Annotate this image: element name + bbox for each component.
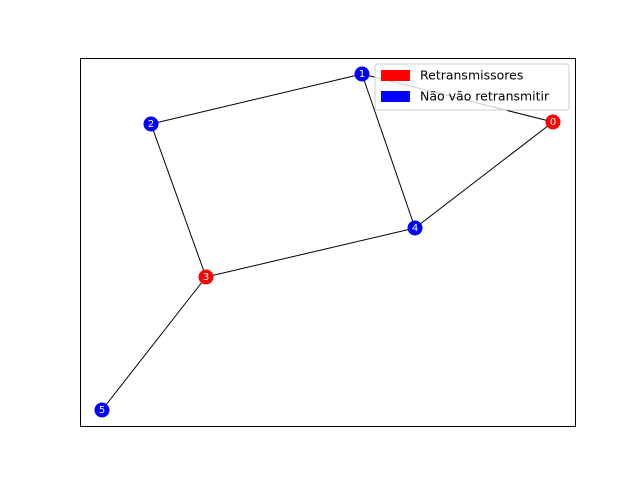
plot-frame: [80, 58, 576, 427]
node-circle: [545, 114, 561, 130]
node-circle: [143, 116, 159, 132]
edge-1-4: [361, 73, 416, 229]
node-0: 0: [545, 114, 561, 130]
node-label: 2: [148, 119, 154, 130]
node-label: 3: [203, 272, 209, 283]
node-circle: [354, 66, 370, 82]
edge-3-5: [101, 276, 207, 411]
node-circle: [94, 402, 110, 418]
node-circle: [407, 220, 423, 236]
node-label: 0: [550, 117, 556, 128]
node-label: 5: [99, 405, 105, 416]
edge-2-3: [150, 123, 207, 278]
edge-layer: [101, 73, 554, 411]
node-label: 1: [359, 69, 365, 80]
node-circle: [198, 269, 214, 285]
legend-label-retransmissor: Retransmissores: [420, 68, 523, 83]
legend-box: [374, 63, 570, 111]
node-5: 5: [94, 402, 110, 418]
legend-swatch-retransmissor: [381, 70, 410, 81]
legend-label-nao_retransmite: Não vão retransmitir: [420, 89, 550, 104]
node-2: 2: [143, 116, 159, 132]
node-layer: 0 1 2 3 4 5: [94, 66, 561, 418]
node-label: 4: [412, 223, 418, 234]
node-3: 3: [198, 269, 214, 285]
edge-0-4: [414, 121, 554, 229]
node-4: 4: [407, 220, 423, 236]
node-1: 1: [354, 66, 370, 82]
edge-1-2: [150, 73, 363, 125]
edge-3-4: [205, 227, 416, 278]
legend-swatch-nao_retransmite: [381, 91, 410, 102]
